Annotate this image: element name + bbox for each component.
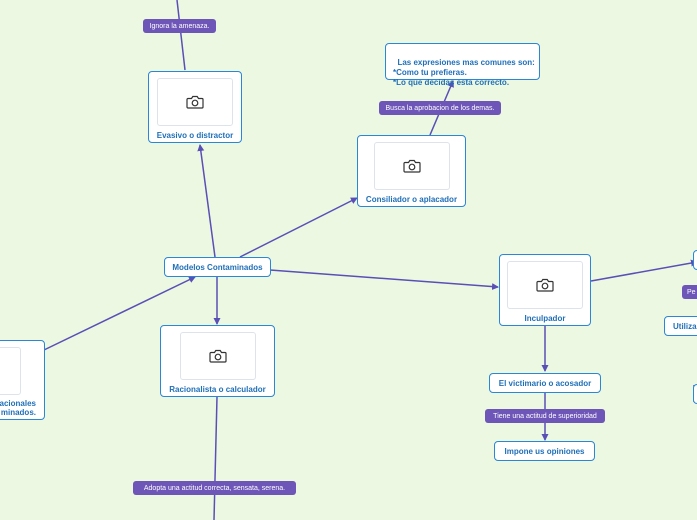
node-evasivo[interactable]: Evasivo o distractor — [148, 71, 242, 143]
node-right-edge-bottom[interactable] — [693, 384, 697, 404]
tag-label: Ignora la amenaza. — [149, 22, 210, 30]
camera-icon — [186, 95, 204, 109]
edge-center-to-evasivo — [197, 144, 216, 258]
node-right-partial[interactable]: Utiliza — [664, 316, 697, 336]
edge-center-to-inculpador — [269, 269, 499, 291]
tag-adopta[interactable]: Adopta una actitud correcta, sensata, se… — [133, 481, 296, 495]
node-label: Evasivo o distractor — [156, 131, 234, 140]
node-label: Consiliador o aplacador — [365, 195, 458, 204]
node-label: Impone us opiniones — [504, 446, 585, 456]
edge-inculpador-to-right — [590, 259, 697, 282]
edge-top-to-evasivo — [176, 0, 186, 71]
tag-right-partial[interactable]: Pe — [682, 285, 697, 299]
node-label: Las expresiones mas comunes son: *Como t… — [393, 58, 535, 87]
node-modelos-contaminados[interactable]: Modelos Contaminados — [164, 257, 271, 277]
tag-tiene[interactable]: Tiene una actitud de superioridad — [485, 409, 605, 423]
image-placeholder — [0, 347, 21, 395]
tag-busca[interactable]: Busca la aprobacion de los demas. — [379, 101, 501, 115]
node-label: Modelos Contaminados — [172, 262, 263, 272]
image-placeholder — [179, 332, 256, 380]
node-left-partial[interactable]: acionales minados. — [0, 340, 45, 420]
node-impone[interactable]: Impone us opiniones — [494, 441, 595, 461]
image-placeholder — [157, 78, 233, 126]
node-victimario[interactable]: El victimario o acosador — [489, 373, 601, 393]
node-inculpador[interactable]: Inculpador — [499, 254, 591, 326]
node-right-edge-top[interactable] — [693, 250, 697, 270]
node-label: acionales minados. — [0, 399, 36, 417]
camera-icon — [402, 159, 421, 173]
image-placeholder — [373, 142, 450, 190]
node-expresiones[interactable]: Las expresiones mas comunes son: *Como t… — [385, 43, 540, 87]
camera-icon — [208, 349, 227, 363]
tag-label: Busca la aprobacion de los demas. — [385, 104, 495, 112]
tag-label: Tiene una actitud de superioridad — [493, 412, 597, 420]
edge-center-to-conciliador — [239, 197, 358, 258]
tag-label: Adopta una actitud correcta, sensata, se… — [143, 484, 286, 492]
camera-icon — [536, 278, 554, 292]
tag-label: Pe — [687, 288, 696, 296]
image-placeholder — [507, 261, 583, 309]
node-racionalista[interactable]: Racionalista o calculador — [160, 325, 275, 397]
tag-ignora[interactable]: Ignora la amenaza. — [143, 19, 216, 33]
edge-racionalista-to-bottom — [213, 396, 218, 520]
node-conciliador[interactable]: Consiliador o aplacador — [357, 135, 466, 207]
node-label: Utiliza — [673, 321, 697, 331]
node-label: Racionalista o calculador — [169, 385, 266, 394]
edge-left-to-center — [43, 276, 196, 351]
node-label: El victimario o acosador — [498, 378, 592, 388]
node-label: Inculpador — [524, 314, 566, 323]
